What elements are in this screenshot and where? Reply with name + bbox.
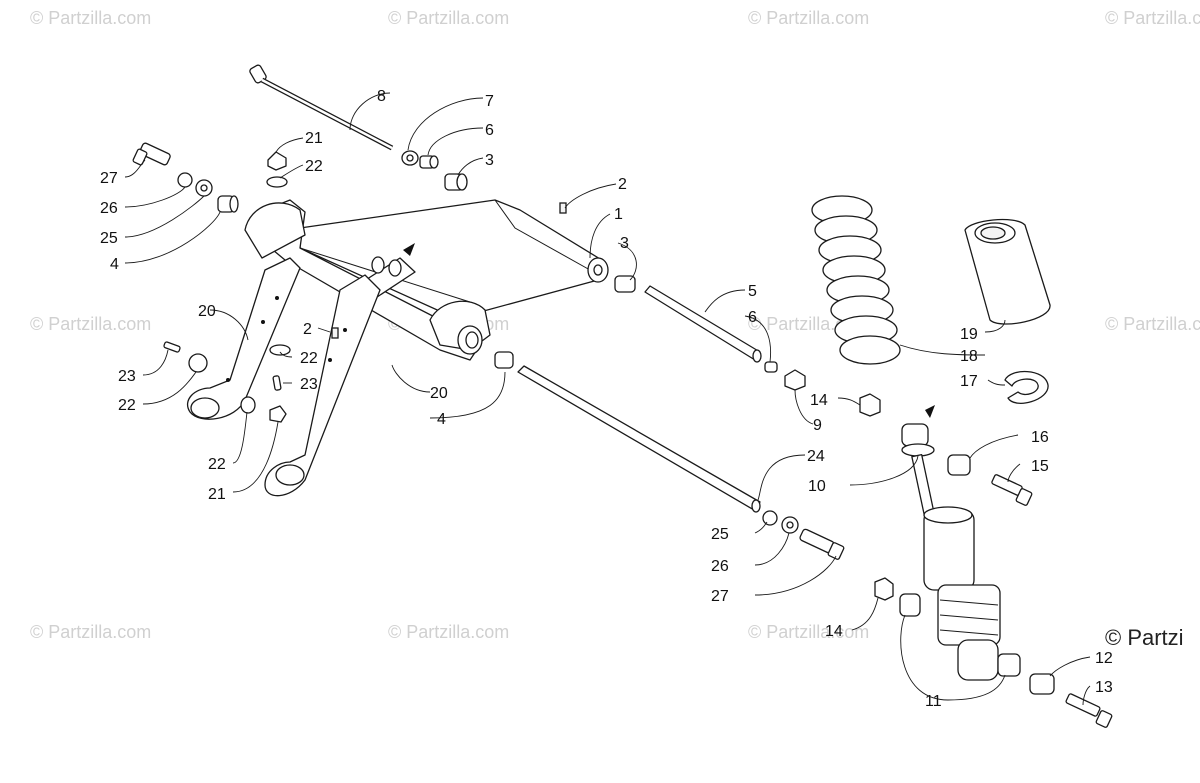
callout-14: 14: [825, 623, 843, 640]
callout-4: 4: [110, 256, 119, 273]
lower-left-hardware: [163, 327, 339, 423]
callout-18: 18: [960, 348, 978, 365]
callout-11: 11: [925, 693, 942, 710]
watermark-text: © Partzilla.com: [30, 8, 151, 28]
watermarks: © Partzilla.com © Partzilla.com © Partzi…: [30, 8, 1200, 650]
watermark-text: © Partzilla.com: [388, 8, 509, 28]
part-24-long-shaft: [494, 351, 845, 560]
upper-left-hardware: [132, 142, 288, 213]
callout-labels: 8 7 6 3 2 1 3 21 22 27 26 25 4 20 2 22 2…: [100, 88, 1113, 710]
callout-27: 27: [711, 588, 729, 605]
callout-5: 5: [748, 283, 757, 300]
callout-10: 10: [808, 478, 826, 495]
upper-pivot-hardware: [401, 150, 468, 191]
part-20-rails: [186, 257, 381, 497]
callout-3: 3: [485, 152, 494, 169]
watermark-text: © Partzilla.com: [1105, 314, 1200, 334]
callout-2: 2: [618, 176, 627, 193]
part-17-clip: [1004, 370, 1049, 404]
callout-20: 20: [430, 385, 448, 402]
callout-9: 9: [813, 417, 822, 434]
callout-22: 22: [300, 350, 318, 367]
watermark-text: © Partzilla.com: [748, 622, 869, 642]
callout-19: 19: [960, 326, 978, 343]
watermark-text: © Partzilla.com: [30, 622, 151, 642]
callout-21: 21: [305, 130, 323, 147]
watermark-text: © Partzilla.com: [1105, 8, 1200, 28]
callout-7: 7: [485, 93, 494, 110]
callout-24: 24: [807, 448, 825, 465]
callout-14: 14: [810, 392, 828, 409]
callout-4: 4: [437, 411, 446, 428]
callout-25: 25: [711, 526, 729, 543]
callout-26: 26: [711, 558, 729, 575]
watermark-corner-text: © Partzi: [1105, 625, 1184, 650]
part-8-long-bolt: [249, 64, 394, 151]
callout-6: 6: [748, 309, 757, 326]
callout-6: 6: [485, 122, 494, 139]
callout-8: 8: [377, 88, 386, 105]
callout-16: 16: [1031, 429, 1049, 446]
callout-12: 12: [1095, 650, 1113, 667]
part-19-boot: [964, 218, 1051, 325]
callout-23: 23: [300, 376, 318, 393]
part-18-spring: [811, 195, 901, 365]
part-1-a-arm: [299, 199, 609, 319]
shock-absorber: [859, 393, 1113, 728]
callout-23: 23: [118, 368, 136, 385]
callout-20: 20: [198, 303, 216, 320]
callout-25: 25: [100, 230, 118, 247]
callout-13: 13: [1095, 679, 1113, 696]
part-5-shaft: [614, 275, 806, 391]
callout-21: 21: [208, 486, 226, 503]
callout-27: 27: [100, 170, 118, 187]
callout-26: 26: [100, 200, 118, 217]
callout-2: 2: [303, 321, 312, 338]
callout-22: 22: [118, 397, 136, 414]
callout-15: 15: [1031, 458, 1049, 475]
callout-1: 1: [614, 206, 623, 223]
callout-22: 22: [305, 158, 323, 175]
watermark-text: © Partzilla.com: [388, 622, 509, 642]
leader-lines: [124, 92, 1091, 706]
callout-3: 3: [620, 235, 629, 252]
callout-22: 22: [208, 456, 226, 473]
watermark-text: © Partzilla.com: [748, 8, 869, 28]
lower-cross-assembly: [244, 199, 491, 361]
callout-17: 17: [960, 373, 978, 390]
watermark-text: © Partzilla.com: [30, 314, 151, 334]
